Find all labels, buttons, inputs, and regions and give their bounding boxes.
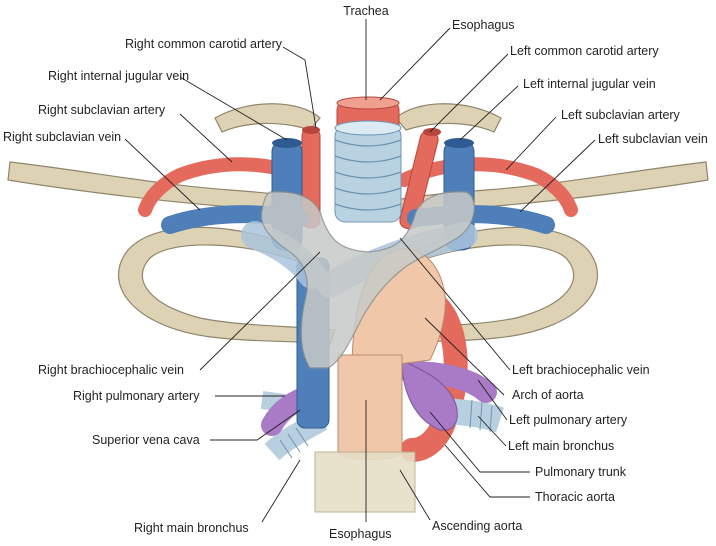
label-arch-of-aorta: Arch of aorta: [512, 388, 584, 402]
right-jugular-lumen: [272, 138, 302, 148]
manubrium: [260, 191, 475, 369]
common-carotid-arteries: [301, 126, 441, 230]
label-right-internal-jugular-vein: Right internal jugular vein: [48, 69, 189, 83]
trachea: [334, 120, 402, 223]
label-left-pulmonary-artery: Left pulmonary artery: [509, 413, 628, 427]
leader-lines: [124, 19, 596, 523]
esophagus-upper-lumen: [336, 96, 400, 110]
esophagus-lower: [314, 451, 416, 513]
label-left-subclavian-vein: Left subclavian vein: [598, 132, 708, 146]
label-left-brachiocephalic-vein: Left brachiocephalic vein: [512, 363, 650, 377]
label-superior-vena-cava: Superior vena cava: [92, 433, 200, 447]
label-right-subclavian-vein: Right subclavian vein: [3, 130, 121, 144]
label-right-subclavian-artery: Right subclavian artery: [38, 103, 166, 117]
label-left-subclavian-artery: Left subclavian artery: [561, 108, 681, 122]
label-esophagus-bottom: Esophagus: [329, 527, 392, 541]
left-jugular-lumen: [444, 138, 474, 148]
label-right-brachiocephalic-vein: Right brachiocephalic vein: [38, 363, 184, 377]
left-carotid-lumen: [423, 128, 441, 136]
trachea-rings: [334, 139, 402, 211]
trachea-lumen: [334, 120, 402, 136]
label-left-main-bronchus: Left main bronchus: [508, 439, 614, 453]
label-left-common-carotid-artery: Left common carotid artery: [510, 44, 659, 58]
label-right-main-bronchus: Right main bronchus: [134, 521, 249, 535]
label-right-pulmonary-artery: Right pulmonary artery: [73, 389, 200, 403]
label-pulmonary-trunk: Pulmonary trunk: [535, 465, 627, 479]
left-scapula-acromion: [395, 103, 502, 133]
label-trachea: Trachea: [343, 4, 388, 18]
pulmonary-trunk-vessel: [401, 359, 458, 431]
label-right-common-carotid-artery: Right common carotid artery: [125, 37, 283, 51]
label-thoracic-aorta: Thoracic aorta: [535, 490, 615, 504]
left-subclavian-artery-vessel: [397, 157, 578, 217]
label-ascending-aorta: Ascending aorta: [432, 519, 522, 533]
label-esophagus-top: Esophagus: [452, 18, 515, 32]
right-carotid-lumen: [302, 126, 320, 134]
label-left-internal-jugular-vein: Left internal jugular vein: [523, 77, 656, 91]
ascending-aorta-vessel: [337, 354, 403, 460]
labels: Trachea Esophagus Right common carotid a…: [3, 4, 708, 541]
